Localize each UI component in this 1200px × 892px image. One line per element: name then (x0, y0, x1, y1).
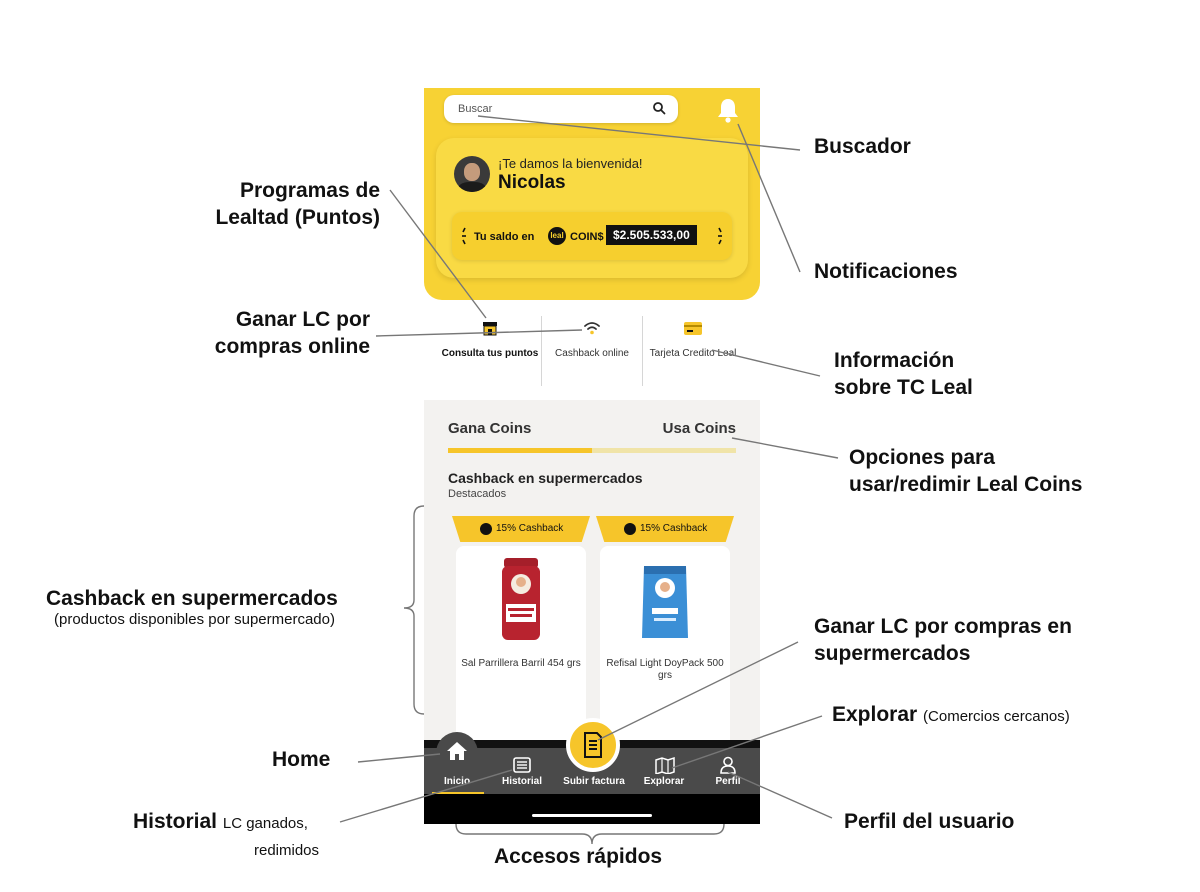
coin-word: COIN$ (570, 231, 604, 243)
nav-label: Subir factura (563, 776, 625, 787)
bracket-accesos (455, 823, 725, 845)
salt-pouch-image (642, 566, 688, 638)
search-placeholder: Buscar (458, 103, 493, 115)
user-icon (720, 756, 736, 774)
phone-footer (424, 794, 760, 824)
annotation-cashback-sub: (productos disponibles por supermercado) (54, 611, 335, 628)
divider (642, 316, 643, 386)
cashback-badge: 15% Cashback (596, 516, 734, 542)
sparkle-icon (718, 227, 722, 245)
tab-indicator (448, 448, 736, 453)
balance-label: Tu saldo en (474, 231, 535, 243)
tab-gana-coins[interactable]: Gana Coins (448, 420, 532, 437)
annotation-accesos: Accesos rápidos (494, 845, 663, 868)
search-input[interactable]: Buscar (444, 95, 678, 123)
balance-card[interactable]: Tu saldo en leal COIN$ $2.505.533,00 (452, 212, 732, 260)
salt-jar-image (502, 558, 540, 640)
shortcut-label: Cashback online (555, 348, 629, 359)
annotation-notificaciones: Notificaciones (814, 260, 958, 283)
nav-perfil[interactable]: Perfil (704, 748, 752, 794)
greeting-text: ¡Te damos la bienvenida! (498, 156, 643, 171)
nav-label: Explorar (643, 776, 685, 787)
list-icon (513, 757, 531, 773)
shortcut-label: Tarjeta Credito Leal (649, 348, 737, 359)
nav-explorar[interactable]: Explorar (638, 748, 690, 794)
nav-label: Inicio (443, 776, 471, 787)
coin-icon (480, 523, 492, 535)
cashback-badge: 15% Cashback (452, 516, 590, 542)
app-header: Buscar ¡Te damos la bienvenida! Nicolas … (424, 88, 760, 300)
user-name: Nicolas (498, 172, 566, 193)
welcome-card: ¡Te damos la bienvenida! Nicolas Tu sald… (436, 138, 748, 278)
home-indicator-bar[interactable] (532, 814, 652, 817)
credit-card-icon (684, 322, 702, 335)
search-icon[interactable] (652, 101, 666, 115)
product-name: Refisal Light DoyPack 500 grs (606, 658, 724, 681)
balance-amount: $2.505.533,00 (606, 225, 697, 245)
nav-historial[interactable]: Historial (494, 748, 550, 794)
coins-panel: Gana Coins Usa Coins Cashback en superme… (424, 400, 760, 748)
section-subtitle: Destacados (448, 488, 507, 500)
annotation-historial-sub: redimidos (254, 842, 320, 859)
shortcut-tarjeta-credito[interactable]: Tarjeta Credito Leal (643, 314, 743, 386)
bracket-cashback (403, 505, 425, 715)
nav-label: Perfil (715, 776, 741, 787)
product-card[interactable]: 15% Cashback Refisal Light DoyPack 500 g… (596, 516, 734, 748)
bell-icon[interactable] (714, 96, 742, 124)
nav-subir-factura[interactable]: Subir factura (554, 748, 634, 794)
product-name: Sal Parrillera Barril 454 grs (461, 658, 581, 669)
annotation-cashback: Cashback en supermercados (46, 587, 338, 610)
product-card[interactable]: 15% Cashback Sal Parrillera Barril 454 g… (452, 516, 590, 748)
avatar[interactable] (454, 156, 490, 192)
leal-coin-icon: leal (548, 227, 566, 245)
section-title: Cashback en supermercados (448, 470, 643, 486)
upload-receipt-button[interactable] (566, 718, 620, 772)
annotation-home: Home (272, 748, 331, 771)
cashback-text: 15% Cashback (496, 523, 564, 534)
coin-icon (624, 523, 636, 535)
divider (541, 316, 542, 386)
product-card-body: Sal Parrillera Barril 454 grs (456, 546, 586, 748)
shortcut-cashback-online[interactable]: Cashback online (542, 314, 642, 386)
nav-label: Historial (501, 776, 542, 787)
annotation-perfil: Perfil del usuario (844, 810, 1015, 833)
annotation-buscador: Buscador (814, 135, 911, 158)
annotation-explorar: Explorar (Comercios cercanos) (832, 703, 1070, 726)
quick-shortcuts: Consulta tus puntos Cashback online Tarj… (440, 314, 744, 386)
annotation-historial: Historial LC ganados, (133, 810, 308, 833)
wifi-icon (584, 322, 600, 335)
shortcut-consulta-puntos[interactable]: Consulta tus puntos (440, 314, 540, 386)
map-icon (655, 756, 675, 774)
store-icon (483, 322, 497, 336)
cashback-text: 15% Cashback (640, 523, 708, 534)
sparkle-icon (462, 227, 466, 245)
tab-usa-coins[interactable]: Usa Coins (662, 420, 736, 437)
shortcut-label: Consulta tus puntos (441, 348, 539, 359)
product-card-body: Refisal Light DoyPack 500 grs (600, 546, 730, 748)
receipt-icon (584, 732, 602, 758)
home-icon[interactable] (445, 740, 469, 762)
